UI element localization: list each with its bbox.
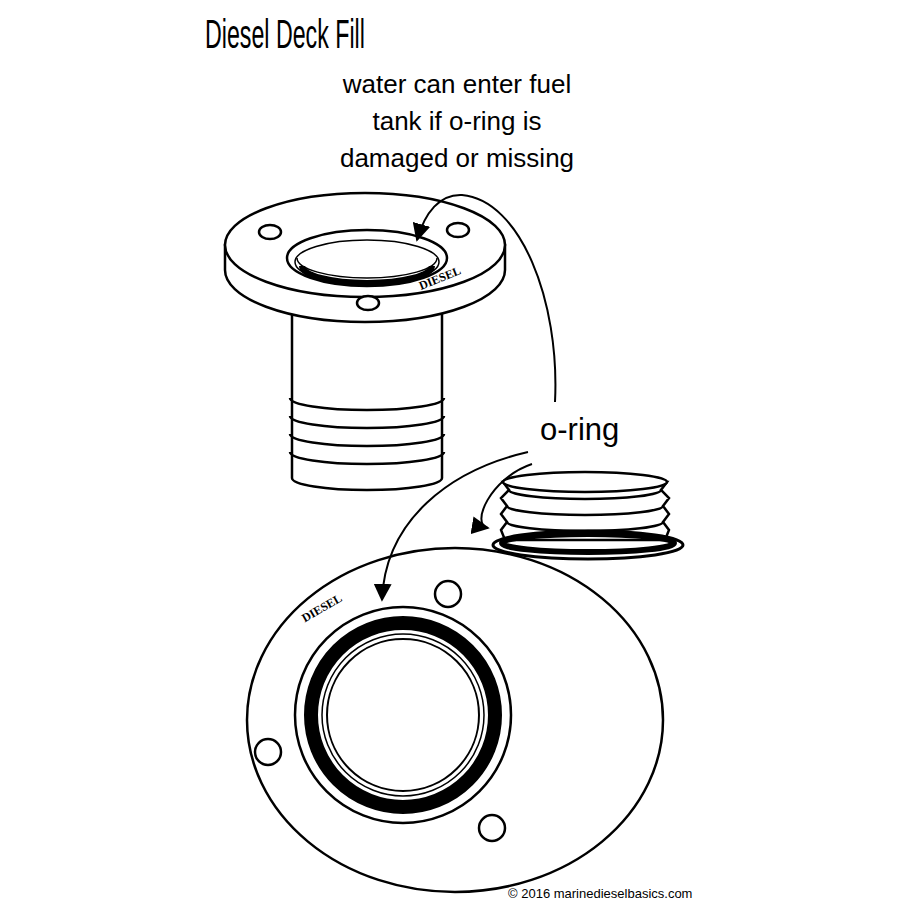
diagram-title: Diesel Deck Fill	[205, 12, 365, 57]
leader-lines	[382, 195, 555, 600]
callout-note: water can enter fuel tank if o-ring is d…	[332, 66, 582, 177]
screw-hole	[447, 223, 469, 237]
bore-edge	[327, 639, 479, 791]
cap-o-ring	[493, 531, 683, 559]
leader-arrow	[417, 195, 555, 402]
cap-thread	[507, 506, 663, 515]
opening-thread	[295, 240, 439, 284]
ring-edge	[295, 607, 511, 823]
flange-face	[247, 548, 663, 892]
seat-o-ring	[302, 266, 432, 283]
fill-neck	[292, 300, 442, 478]
screw-hole	[479, 815, 505, 841]
fill-cap	[493, 472, 683, 559]
screw-hole	[255, 739, 281, 765]
leader-arrow	[481, 464, 532, 528]
hose-barb	[290, 434, 444, 446]
hose-barb	[290, 398, 444, 410]
part-label: o-ring	[540, 412, 619, 448]
screw-hole	[435, 581, 461, 607]
neck-end	[292, 478, 442, 490]
deck-fill-body	[225, 193, 505, 490]
bore-edge	[322, 634, 484, 796]
cap-o-ring	[502, 534, 674, 552]
hose-barb	[290, 416, 444, 428]
screw-hole	[357, 296, 379, 310]
leader-arrow	[382, 452, 528, 600]
hose-barb	[290, 452, 444, 464]
neck-side	[292, 300, 442, 478]
copyright-watermark: © 2016 marinedieselbasics.com	[508, 886, 692, 901]
cap-top	[503, 472, 667, 492]
seat-o-ring	[311, 623, 495, 807]
flange-top	[225, 193, 505, 297]
screw-hole	[259, 225, 281, 239]
flange-top-view	[247, 548, 663, 892]
